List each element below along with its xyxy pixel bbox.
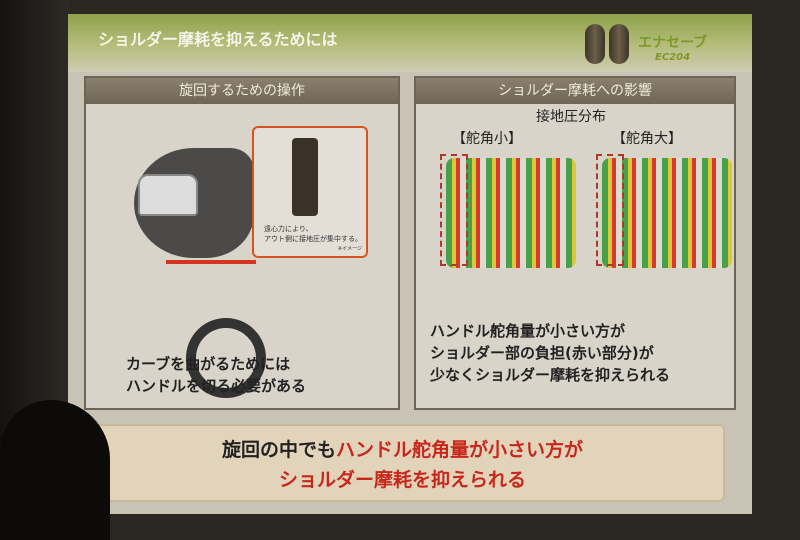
presentation-slide: ショルダー摩耗を抑えるためには エナセーブ EC204 旋回するための操作 遠心… xyxy=(68,14,752,514)
tire-inset: 遠心力により、アウト側に接地圧が集中する。 ※イメージ xyxy=(252,126,368,258)
right-panel: ショルダー摩耗への影響 接地圧分布 【舵角小】 【舵角大】 ハンドル舵角量が小さ… xyxy=(414,76,736,410)
tire-icon xyxy=(609,24,629,64)
left-panel: 旋回するための操作 遠心力により、アウト側に接地圧が集中する。 ※イメージ カー… xyxy=(84,76,400,410)
label-large-angle: 【舵角大】 xyxy=(612,131,682,147)
right-panel-header: ショルダー摩耗への影響 xyxy=(416,78,734,104)
left-panel-header: 旋回するための操作 xyxy=(86,78,398,104)
pressure-distribution-title: 接地圧分布 xyxy=(536,109,606,125)
right-panel-text: ハンドル舵角量が小さい方がショルダー部の負担(赤い部分)が少なくショルダー摩耗を… xyxy=(430,322,671,384)
steering-wheel-icon xyxy=(186,318,266,398)
force-arrow xyxy=(166,260,256,264)
brand-name: エナセーブ xyxy=(638,35,708,51)
car-illustration xyxy=(138,174,198,216)
tire-cross-section xyxy=(292,138,318,216)
brand-logo: エナセーブ EC204 xyxy=(583,20,733,75)
slide-header: ショルダー摩耗を抑えるためには エナセーブ EC204 xyxy=(68,14,752,72)
conclusion-line-1: 旋回の中でもハンドル舵角量が小さい方が xyxy=(221,439,584,461)
shoulder-highlight-small xyxy=(440,154,468,266)
left-panel-text: カーブを曲がるためにはハンドルを切る必要がある xyxy=(126,355,307,395)
inset-note: ※イメージ xyxy=(337,246,362,252)
inset-caption: 遠心力により、アウト側に接地圧が集中する。 xyxy=(264,225,362,243)
conclusion-line-2: ショルダー摩耗を抑えられる xyxy=(278,469,526,491)
audience-silhouette xyxy=(0,400,110,540)
shoulder-highlight-large xyxy=(596,154,624,266)
conclusion-box: 旋回の中でもハンドル舵角量が小さい方が ショルダー摩耗を抑えられる xyxy=(80,424,725,502)
tire-icon xyxy=(585,24,605,64)
slide-title: ショルダー摩耗を抑えるためには xyxy=(98,30,338,49)
label-small-angle: 【舵角小】 xyxy=(452,131,522,147)
brand-model: EC204 xyxy=(655,52,691,63)
